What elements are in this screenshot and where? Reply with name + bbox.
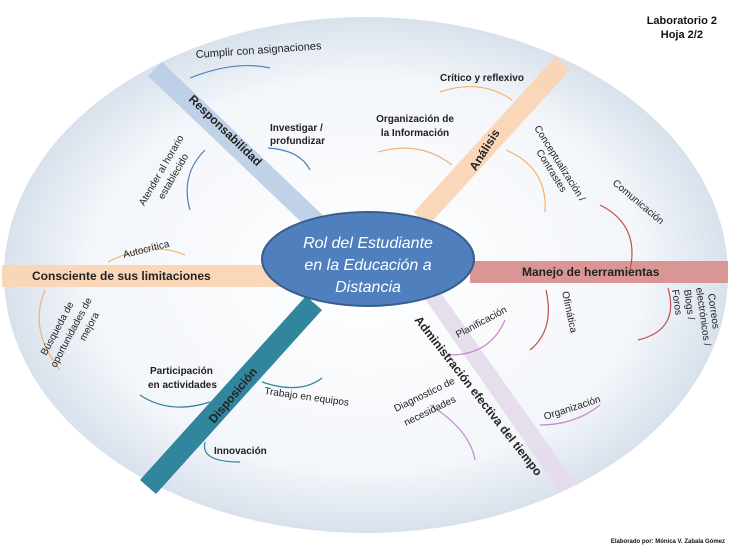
- arc-organizacion-admin: [539, 404, 601, 426]
- correos-label-1: Correos: [705, 293, 721, 330]
- consciente-bar: [2, 265, 290, 287]
- sheet-number: Hoja 2/2: [660, 29, 703, 41]
- arc-trabajo: [261, 377, 323, 389]
- center-title-line1: Rol del Estudiante: [303, 235, 433, 252]
- critico-label: Crítico y reflexivo: [440, 73, 524, 84]
- author-credit: Elaborado por: Mónica V. Zabala Gómez: [610, 539, 725, 545]
- participacion-label-1: Participación: [150, 366, 213, 377]
- organizacion-info-label-1: Organización de: [376, 114, 454, 125]
- disposicion-bar: [140, 296, 322, 494]
- arc-concept: [505, 149, 546, 213]
- branch-manejo: Manejo de herramientas: [522, 265, 660, 279]
- center-oval: [261, 211, 475, 307]
- arc-investigar: [267, 147, 311, 171]
- arc-atender: [186, 149, 206, 211]
- arc-cumplir: [189, 64, 271, 79]
- participacion-label-2: en actividades: [148, 380, 217, 391]
- responsabilidad-bar: [148, 62, 330, 236]
- center-title-line2: en la Educación a: [304, 257, 431, 274]
- analisis-bar: [414, 56, 570, 226]
- center-title-line3: Distancia: [335, 279, 401, 296]
- arc-ofimatica: [529, 289, 549, 351]
- manejo-bar: [470, 261, 728, 283]
- organizacion-info-label-2: la Información: [381, 128, 449, 139]
- center-node: Rol del Estudiante en la Educación a Dis…: [261, 211, 475, 307]
- correos-label-3: Blogs /: [681, 289, 696, 321]
- administracion-bar: [420, 286, 576, 492]
- connector-arcs: [38, 64, 672, 463]
- investigar-label-1: Investigar /: [270, 123, 323, 134]
- arc-participacion: [139, 394, 211, 408]
- arc-critico: [439, 86, 513, 101]
- arc-planificacion: [449, 319, 506, 356]
- arc-innovacion: [203, 441, 241, 463]
- investigar-label-2: profundizar: [270, 136, 325, 147]
- arc-correos: [637, 287, 672, 341]
- innovacion-label: Innovación: [214, 446, 267, 457]
- lab-label: Laboratorio 2 Hoja 2/2: [647, 14, 717, 42]
- arc-diagnostico: [429, 404, 476, 461]
- branch-bars: [2, 56, 728, 494]
- arc-comunicacion: [599, 204, 633, 271]
- branch-consciente: Consciente de sus limitaciones: [32, 269, 211, 283]
- arc-organizacion-info: [377, 147, 453, 166]
- arc-autocritica: [107, 248, 186, 263]
- arc-busqueda: [38, 289, 61, 371]
- lab-title: Laboratorio 2: [646, 15, 717, 27]
- correos-label-4: Foros: [669, 289, 683, 316]
